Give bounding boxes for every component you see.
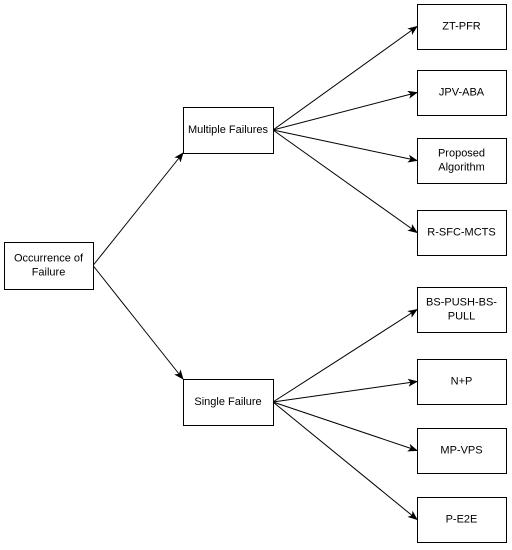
branch-node-box <box>183 107 274 154</box>
leaf-node-label-line: Algorithm <box>438 162 484 174</box>
leaf-node-label-line: Proposed <box>438 148 485 160</box>
root-node-label-line: Failure <box>32 267 66 279</box>
root-node: Occurrence of Failure <box>4 242 94 290</box>
leaf-node-label-line: JPV-ABA <box>439 87 485 99</box>
root-to-branch-arrow <box>92 152 184 266</box>
branch-node-label-line: Multiple Failures <box>188 124 269 136</box>
leaf-node: N+P <box>417 359 507 405</box>
leaf-node-label-line: R-SFC-MCTS <box>427 227 495 239</box>
branch-to-leaf-arrow <box>272 378 418 403</box>
leaf-node-box <box>417 138 507 184</box>
branch-to-leaf-arrow <box>272 401 418 452</box>
branch-node: Multiple Failures <box>183 107 274 154</box>
leaf-node-box <box>417 70 507 116</box>
leaf-node-label-line: BS-PUSH-BS- <box>426 297 497 309</box>
branch-node-box <box>183 379 274 426</box>
leaf-node: R-SFC-MCTS <box>417 210 507 256</box>
edges-layer <box>92 25 418 521</box>
leaf-node-box <box>417 428 507 474</box>
leaf-node-box <box>417 4 507 50</box>
leaf-node-box <box>417 210 507 256</box>
leaf-node-label-line: PULL <box>448 311 476 323</box>
leaf-node: JPV-ABA <box>417 70 507 116</box>
leaf-node-label-line: N+P <box>451 376 473 388</box>
leaf-node-box <box>417 497 507 543</box>
leaf-node: MP-VPS <box>417 428 507 474</box>
root-node-box <box>4 242 94 290</box>
branch-to-leaf-arrow <box>272 129 418 163</box>
root-to-branch-arrow <box>92 265 184 380</box>
branch-to-leaf-arrow <box>272 129 418 234</box>
branch-to-leaf-arrow <box>272 90 418 131</box>
leaf-node: P-E2E <box>417 497 507 543</box>
leaf-node: BS-PUSH-BS- PULL <box>417 287 507 333</box>
nodes-layer: Occurrence of Failure Multiple Failures ZT-… <box>4 4 507 543</box>
leaf-node-label-line: ZT-PFR <box>442 21 481 33</box>
leaf-node-label-line: P-E2E <box>446 514 478 526</box>
root-node-label-line: Occurrence of <box>14 253 84 265</box>
leaf-node: ZT-PFR <box>417 4 507 50</box>
branch-to-leaf-arrow <box>272 401 418 521</box>
branch-node-label-line: Single Failure <box>194 396 261 408</box>
leaf-node-box <box>417 287 507 333</box>
branch-node: Single Failure <box>183 379 274 426</box>
leaf-node-box <box>417 359 507 405</box>
branch-to-leaf-arrow <box>272 308 418 403</box>
leaf-node-label-line: MP-VPS <box>440 445 482 457</box>
branch-to-leaf-arrow <box>272 25 418 131</box>
